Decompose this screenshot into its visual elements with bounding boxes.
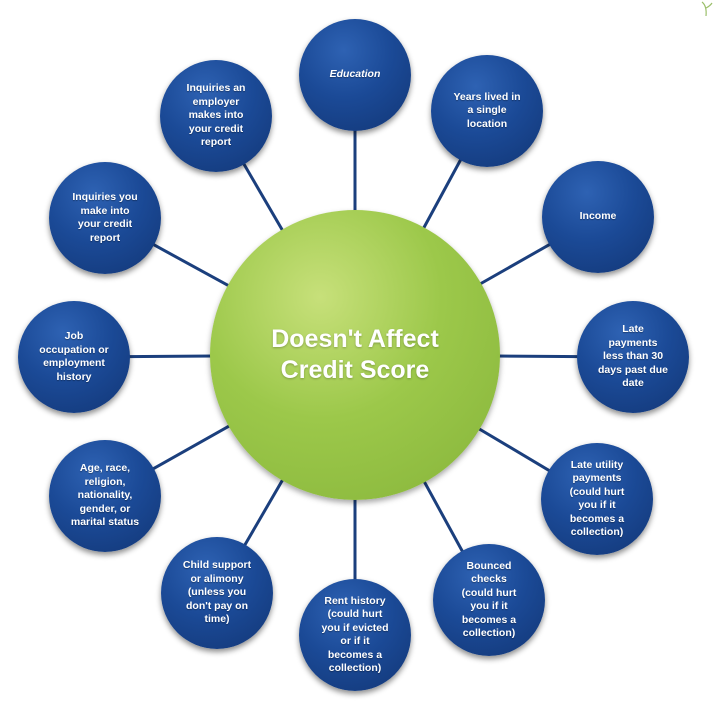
node-bounced-checks: Bounced checks (could hurt you if it bec… — [433, 544, 545, 656]
node-rent-history: Rent history (could hurt you if evicted … — [299, 579, 411, 691]
connector-income — [476, 241, 554, 287]
connector-late-utility — [475, 425, 554, 474]
node-job-occupation: Job occupation or employment history — [18, 301, 130, 413]
node-label: Education — [329, 68, 381, 81]
node-label: Income — [579, 210, 617, 223]
node-label: Inquiries an employer makes into your cr… — [186, 82, 246, 149]
node-label: Late utility payments (could hurt you if… — [569, 458, 625, 539]
node-label: Rent history (could hurt you if evicted … — [321, 594, 389, 675]
node-child-support: Child support or alimony (unless you don… — [161, 537, 273, 649]
node-inquiries-employer: Inquiries an employer makes into your cr… — [160, 60, 272, 172]
connector-inquiries-you — [149, 241, 233, 289]
node-label: Bounced checks (could hurt you if it bec… — [461, 559, 517, 640]
node-label: Late payments less than 30 days past due… — [597, 323, 669, 390]
connector-bounced-checks — [421, 477, 466, 556]
connector-job-occupation — [125, 354, 215, 359]
node-late-utility: Late utility payments (could hurt you if… — [541, 443, 653, 555]
corner-mark-icon — [701, 1, 713, 17]
node-inquiries-you: Inquiries you make into your credit repo… — [49, 162, 161, 274]
node-label: Job occupation or employment history — [39, 330, 109, 383]
connector-child-support — [241, 476, 286, 549]
connector-age-race — [149, 422, 233, 472]
node-education: Education — [299, 19, 411, 131]
center-circle: Doesn't Affect Credit Score — [210, 210, 500, 500]
node-years-lived: Years lived in a single location — [431, 55, 543, 167]
node-label: Age, race, religion, nationality, gender… — [70, 462, 140, 529]
node-label: Inquiries you make into your credit repo… — [72, 191, 138, 244]
center-label: Doesn't Affect Credit Score — [271, 325, 439, 384]
connector-inquiries-employer — [240, 160, 286, 234]
node-label: Years lived in a single location — [453, 90, 521, 130]
node-income: Income — [542, 161, 654, 273]
node-late-payments: Late payments less than 30 days past due… — [577, 301, 689, 413]
connector-years-lived — [420, 156, 464, 232]
node-label: Child support or alimony (unless you don… — [182, 559, 252, 626]
node-age-race: Age, race, religion, nationality, gender… — [49, 440, 161, 552]
connector-late-payments — [495, 354, 582, 359]
